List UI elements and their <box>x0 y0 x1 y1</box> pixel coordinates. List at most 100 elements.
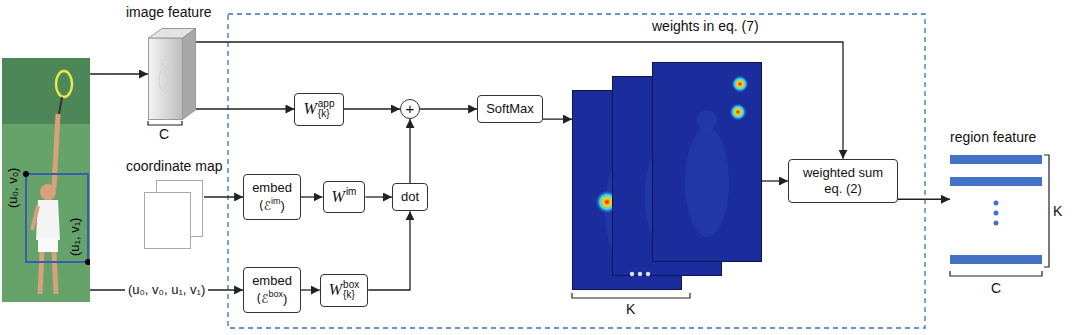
heading: coordinate map <box>126 158 223 174</box>
connector <box>204 196 243 197</box>
script-group: im <box>346 187 357 207</box>
ellipsis-dot <box>994 221 999 226</box>
ellipsis-dot <box>646 272 650 276</box>
embossed-figure <box>159 68 171 92</box>
dimension-bracket <box>148 121 182 125</box>
weight-maps: weights in eq. (7) <box>572 62 762 290</box>
formula-line: (ℰbox) <box>252 289 292 307</box>
ellipsis-dot <box>638 272 642 276</box>
superscript: box <box>343 280 359 291</box>
process-box: SoftMax <box>477 95 543 123</box>
module-boundary <box>228 14 925 328</box>
dimension-bracket <box>1044 155 1049 267</box>
head <box>40 184 56 200</box>
region-feature: region feature <box>950 155 1042 267</box>
bounding-box <box>26 174 88 262</box>
heat-spot <box>729 103 747 121</box>
racket-handle <box>59 97 62 114</box>
connector <box>420 108 477 109</box>
corner-dot <box>23 171 29 177</box>
feature-bar <box>950 155 1042 164</box>
process-box: weighted sum eq. (2) <box>788 159 898 204</box>
ellipsis-dot <box>994 201 999 206</box>
weight-box: Wapp{k} <box>294 93 343 126</box>
connector <box>90 73 148 74</box>
edge-label: (u₀, v₀, u₁, v₁) <box>125 282 208 298</box>
embossed-figure <box>162 59 170 67</box>
corner-label: (u₀, v₀) <box>6 168 20 208</box>
weight-symbol: W <box>329 281 342 298</box>
feature-bar <box>950 177 1042 186</box>
weight-symbol: W <box>332 188 345 205</box>
shorts <box>38 238 58 252</box>
connector <box>196 108 294 109</box>
box-label: embed <box>252 180 292 196</box>
connector <box>344 108 401 109</box>
dimension-bracket <box>572 293 690 298</box>
dimension-bracket <box>950 271 1042 276</box>
embed-box: embed(ℰim) <box>243 174 301 220</box>
heat-maps <box>572 62 762 290</box>
feature-bars <box>950 155 1042 267</box>
shirt <box>36 200 60 240</box>
weight-symbol: W <box>303 100 316 117</box>
silhouette <box>685 127 729 237</box>
corner-dot <box>85 259 90 265</box>
symbol: (ℰ <box>259 199 271 213</box>
coordinate-planes <box>142 180 204 250</box>
symbol: (ℰ <box>257 292 269 306</box>
weight-box: Wim <box>323 181 366 213</box>
box-label: SoftMax <box>486 101 534 117</box>
leg <box>40 252 42 294</box>
feature-map: image feature <box>148 28 196 120</box>
heat-spot <box>731 75 749 93</box>
cube-front <box>149 38 183 120</box>
box-label: weighted sum eq. (2) <box>797 165 889 198</box>
weight-box: Wbox{k} <box>320 274 368 307</box>
dimension-label: C <box>159 126 169 142</box>
superscript: im <box>346 187 357 198</box>
script-group: box{k} <box>343 280 359 301</box>
superscript: im <box>271 196 281 206</box>
connector <box>543 118 572 119</box>
leg <box>54 252 56 294</box>
sum-circle: + <box>400 99 420 119</box>
connector <box>301 289 320 290</box>
silhouette <box>697 110 717 130</box>
corner-label: (u₁, v₁) <box>68 218 82 256</box>
coordinate-plane <box>145 193 191 249</box>
feature-bar <box>950 255 1042 264</box>
cube-side <box>183 29 196 120</box>
connector <box>301 196 323 197</box>
superscript: app <box>318 99 335 110</box>
connector <box>898 199 950 200</box>
box-label: embed <box>252 273 292 289</box>
formula-line: (ℰim) <box>252 196 292 214</box>
photo-ground <box>2 58 90 302</box>
connector <box>368 211 410 290</box>
embed-box: embed(ℰbox) <box>243 267 301 313</box>
subscript: {k} <box>343 290 359 301</box>
heading: weights in eq. (7) <box>652 18 759 34</box>
superscript: box <box>269 289 284 299</box>
connector <box>762 180 788 181</box>
connector <box>409 119 410 183</box>
arm <box>32 206 38 230</box>
box-label: dot <box>401 189 419 205</box>
input-image: (u₀, v₀) (u₁, v₁) <box>2 58 90 302</box>
heat-map <box>653 63 762 262</box>
connector <box>365 196 392 197</box>
ellipsis-dot <box>630 272 634 276</box>
operator-symbol: + <box>401 100 419 117</box>
script-group: app{k} <box>318 99 335 120</box>
dimension-label: K <box>1053 203 1062 219</box>
dimension-label: K <box>626 301 635 317</box>
photo-backdrop <box>2 58 90 124</box>
symbol: ) <box>281 198 285 213</box>
ellipsis-dot <box>994 211 999 216</box>
coordinate-map: coordinate map <box>142 180 204 250</box>
subscript: {k} <box>318 109 335 120</box>
dimension-label: C <box>991 280 1001 296</box>
arm <box>54 114 58 188</box>
process-box: dot <box>392 183 428 211</box>
